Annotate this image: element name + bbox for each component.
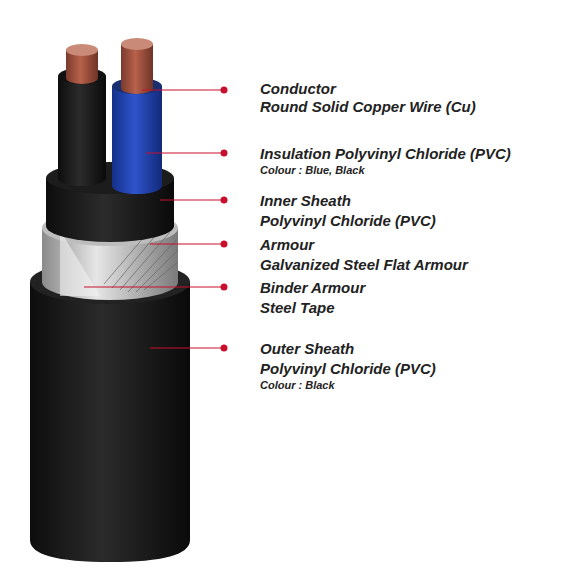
leader-dots xyxy=(221,87,228,352)
part-label: Inner Sheath xyxy=(260,192,351,209)
part-label: Outer Sheath xyxy=(260,340,354,357)
blue-core xyxy=(112,86,162,194)
part-label: Steel Tape xyxy=(260,299,334,316)
outer-sheath xyxy=(30,282,190,562)
colour-note: Colour : Blue, Black xyxy=(260,164,365,177)
copper-top xyxy=(66,44,98,56)
black-core xyxy=(58,76,106,186)
colour-note: Colour : Black xyxy=(260,379,335,392)
part-label: Insulation Polyvinyl Chloride (PVC) xyxy=(260,145,511,162)
part-label: Conductor xyxy=(260,80,336,97)
part-label: Armour xyxy=(260,236,314,253)
leader-lines xyxy=(84,90,224,348)
part-label: Polyvinyl Chloride (PVC) xyxy=(260,360,436,377)
copper-conductor xyxy=(121,44,153,94)
part-label: Galvanized Steel Flat Armour xyxy=(260,256,468,273)
part-label: Polyvinyl Chloride (PVC) xyxy=(260,212,436,229)
copper-top xyxy=(121,38,153,50)
part-label: Round Solid Copper Wire (Cu) xyxy=(260,98,476,115)
part-label: Binder Armour xyxy=(260,279,365,296)
